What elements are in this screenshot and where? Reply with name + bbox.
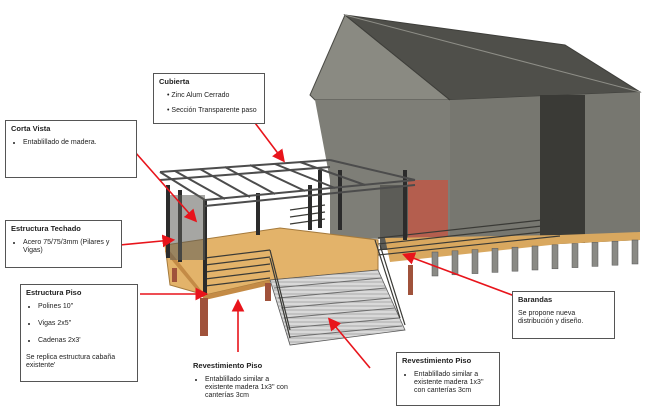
deck-pile <box>591 242 599 267</box>
deck-posts <box>172 265 413 336</box>
callout-title: Cubierta <box>159 77 190 86</box>
callout-item: Entablillado similar a existente madera … <box>205 376 295 400</box>
callout-note: Se propone nueva distribución y diseño. <box>518 310 584 326</box>
right-deck-piles <box>431 239 639 277</box>
front-railings <box>204 204 406 339</box>
callout-item: Sección Transparente paso <box>171 107 257 114</box>
deck-pile <box>531 245 539 271</box>
callout-item: Zinc Alum Cerrado <box>171 92 230 99</box>
callout-cubierta: Cubierta • Zinc Alum Cerrado • Sección T… <box>153 73 265 124</box>
callout-corta-vista: Corta Vista Entablillado de madera. <box>5 120 137 178</box>
deck-pile <box>631 239 639 265</box>
callout-title: Barandas <box>518 295 553 304</box>
callout-item: Cadenas 2x3' <box>38 337 132 345</box>
deck-pile <box>551 244 559 270</box>
callout-item: Acero 75/75/3mm (Pilares y Vigas) <box>23 239 116 255</box>
callout-title: Estructura Piso <box>26 288 82 297</box>
callout-revestimiento-piso-2: Revestimiento Piso Entablillado similar … <box>396 352 500 406</box>
callout-title: Revestimiento Piso <box>193 361 263 370</box>
deck-pile <box>471 249 479 274</box>
cladding-screen <box>170 195 205 260</box>
callout-estructura-piso: Estructura Piso Polines 10'' Vigas 2x5''… <box>20 284 138 382</box>
deck-pile <box>491 248 499 273</box>
callout-note: Se replica estructura cabaña existente' <box>26 354 116 370</box>
callout-item: Polines 10'' <box>38 303 132 311</box>
callout-item: Entablillado similar a existente madera … <box>414 371 494 395</box>
callout-revestimiento-piso-1: Revestimiento Piso Entablillado similar … <box>188 358 300 414</box>
callout-item: Entablillado de madera. <box>23 139 131 147</box>
deck-pile <box>431 251 439 277</box>
deck-pile <box>511 246 519 272</box>
callout-title: Corta Vista <box>11 124 51 133</box>
callout-title: Estructura Techado <box>11 224 81 233</box>
deck-pile <box>571 243 579 268</box>
deck-pile <box>451 250 459 276</box>
callout-title: Revestimiento Piso <box>402 356 472 365</box>
deck-pile <box>611 240 619 266</box>
pergola-beams <box>159 159 416 207</box>
callout-barandas: Barandas Se propone nueva distribución y… <box>512 291 615 339</box>
callout-estructura-techado: Estructura Techado Acero 75/75/3mm (Pila… <box>5 220 122 268</box>
stairs <box>269 269 406 346</box>
existing-cabin <box>309 14 642 245</box>
callout-item: Vigas 2x5'' <box>38 320 132 328</box>
